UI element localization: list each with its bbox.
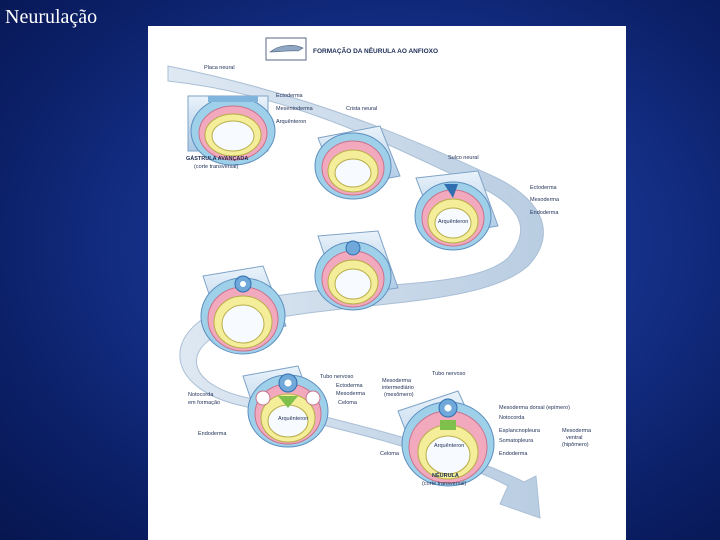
label-tubo-nervoso-6: Tubo nervoso bbox=[320, 374, 353, 380]
stage4-neural-closure bbox=[314, 230, 399, 311]
label-arquenteron-3: Arquênteron bbox=[438, 219, 468, 225]
label-mesoderma-3: Mesoderma bbox=[530, 197, 560, 203]
label-somatopleura: Somatopleura bbox=[499, 438, 534, 444]
caption-neurula: NÊURULA bbox=[432, 471, 459, 479]
label-ectoderma-6: Ectoderma bbox=[336, 383, 364, 389]
label-arquenteron-7: Arquênteron bbox=[434, 443, 464, 449]
slide-title: Neurulação bbox=[5, 6, 98, 28]
label-tubo-nervoso-7: Tubo nervoso bbox=[432, 371, 465, 377]
stage3-labels: Sulco neural Ectoderma Mesoderma Endoder… bbox=[438, 155, 560, 225]
stage1-advanced-gastrula bbox=[187, 95, 276, 166]
caption-neurula-sub: (corte transversal) bbox=[422, 481, 466, 487]
figure-panel: FORMAÇÃO DA NÊURULA AO ANFIOXO Placa neu… bbox=[148, 26, 626, 540]
label-placa-neural: Placa neural bbox=[204, 65, 235, 71]
label-mesoderma-intermediario-3: (mesômero) bbox=[384, 392, 414, 398]
label-mesoderma-6: Mesoderma bbox=[336, 391, 366, 397]
stage7-neurula bbox=[397, 390, 495, 487]
label-mesoderma-intermediario-2: intermediário bbox=[382, 385, 414, 391]
label-endoderma-6: Endoderma bbox=[198, 431, 227, 437]
label-notocorda-em-formacao-2: em formação bbox=[188, 400, 220, 406]
caption-gastrula: GÁSTRULA AVANÇADA bbox=[186, 155, 248, 162]
label-mesoderma-ventral: Mesoderma bbox=[562, 428, 592, 434]
stage6-neural-tube bbox=[242, 365, 329, 448]
stage3-neural-groove bbox=[414, 170, 499, 251]
label-arquenteron-1: Arquênteron bbox=[276, 119, 306, 125]
label-arquenteron-6: Arquênteron bbox=[278, 416, 308, 422]
label-celoma-7: Celoma bbox=[380, 451, 400, 457]
label-celoma-6: Celoma bbox=[338, 400, 358, 406]
stage7-labels: Mesoderma intermediário (mesômero) Tubo … bbox=[380, 371, 592, 487]
label-mesoderma-dorsal: Mesoderma dorsal (epímero) bbox=[499, 405, 570, 411]
stage2-neural-plate bbox=[314, 125, 401, 200]
label-crista-neural: Crista neural bbox=[346, 106, 377, 112]
label-mesentoderma: Mesentoderma bbox=[276, 106, 314, 112]
label-endoderma-3: Endoderma bbox=[530, 210, 559, 216]
amphioxus-icon bbox=[269, 45, 304, 53]
label-mesoderma-ventral-2: ventral bbox=[566, 435, 583, 441]
figure-header: FORMAÇÃO DA NÊURULA AO ANFIOXO bbox=[265, 37, 438, 61]
label-mesoderma-ventral-3: (hipômero) bbox=[562, 442, 589, 448]
label-notocorda-7: Notocorda bbox=[499, 415, 525, 421]
caption-gastrula-sub: (corte transversal) bbox=[194, 164, 238, 170]
label-sulco-neural: Sulco neural bbox=[448, 155, 479, 161]
label-notocorda-em-formacao: Notocorda bbox=[188, 392, 214, 398]
stage6-labels: Tubo nervoso Ectoderma Mesoderma Celoma … bbox=[188, 374, 366, 437]
label-endoderma-7: Endoderma bbox=[499, 451, 528, 457]
label-ectoderma-1: Ectoderma bbox=[276, 93, 304, 99]
label-mesoderma-intermediario: Mesoderma bbox=[382, 378, 412, 384]
label-ectoderma-3: Ectoderma bbox=[530, 185, 558, 191]
stage5-somites bbox=[200, 265, 287, 355]
neurulation-diagram: FORMAÇÃO DA NÊURULA AO ANFIOXO Placa neu… bbox=[167, 37, 592, 519]
figure-header-text: FORMAÇÃO DA NÊURULA AO ANFIOXO bbox=[313, 46, 438, 55]
stage1-labels: Placa neural Ectoderma Mesentoderma Cris… bbox=[186, 65, 377, 170]
label-esplancnopleura: Esplancnopleura bbox=[499, 428, 541, 434]
